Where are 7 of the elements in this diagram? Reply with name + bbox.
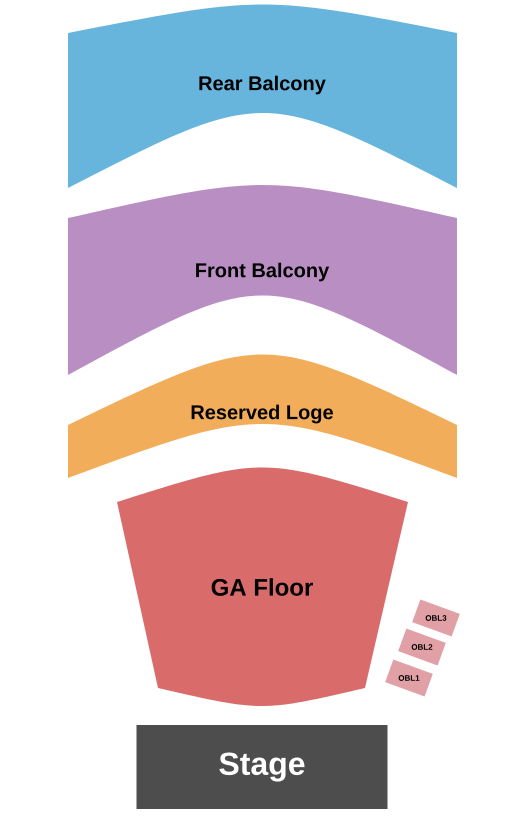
stage: Stage [136, 725, 388, 809]
seating-box: OBL1 [385, 660, 433, 696]
seating-box: OBL3 [412, 600, 460, 636]
seating-section: Rear Balcony [68, 4, 457, 188]
seating-section: Reserved Loge [68, 354, 457, 478]
seating-box: OBL2 [398, 628, 446, 666]
seating-section: Front Balcony [68, 185, 457, 375]
